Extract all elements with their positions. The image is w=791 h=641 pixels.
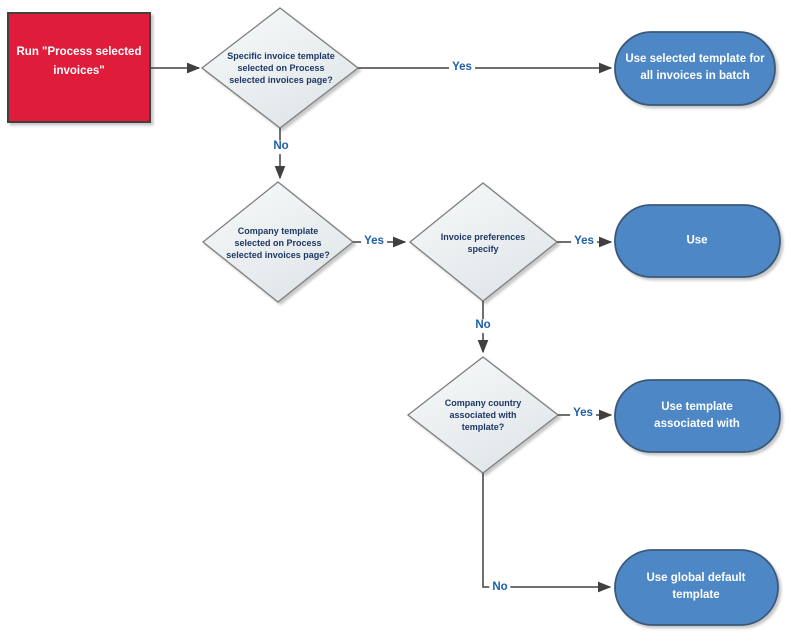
decision1-shape — [200, 7, 360, 129]
terminal4-shape — [614, 549, 779, 626]
terminal3-shape — [614, 379, 781, 453]
start-node-shape — [7, 12, 151, 123]
terminal1-shape — [614, 31, 776, 106]
decision2-shape — [201, 181, 355, 303]
connector-decision4-no-to-terminal4 — [482, 473, 612, 593]
decision4-shape — [406, 356, 560, 474]
terminal2-shape — [614, 204, 781, 278]
decision3-shape — [408, 182, 559, 302]
